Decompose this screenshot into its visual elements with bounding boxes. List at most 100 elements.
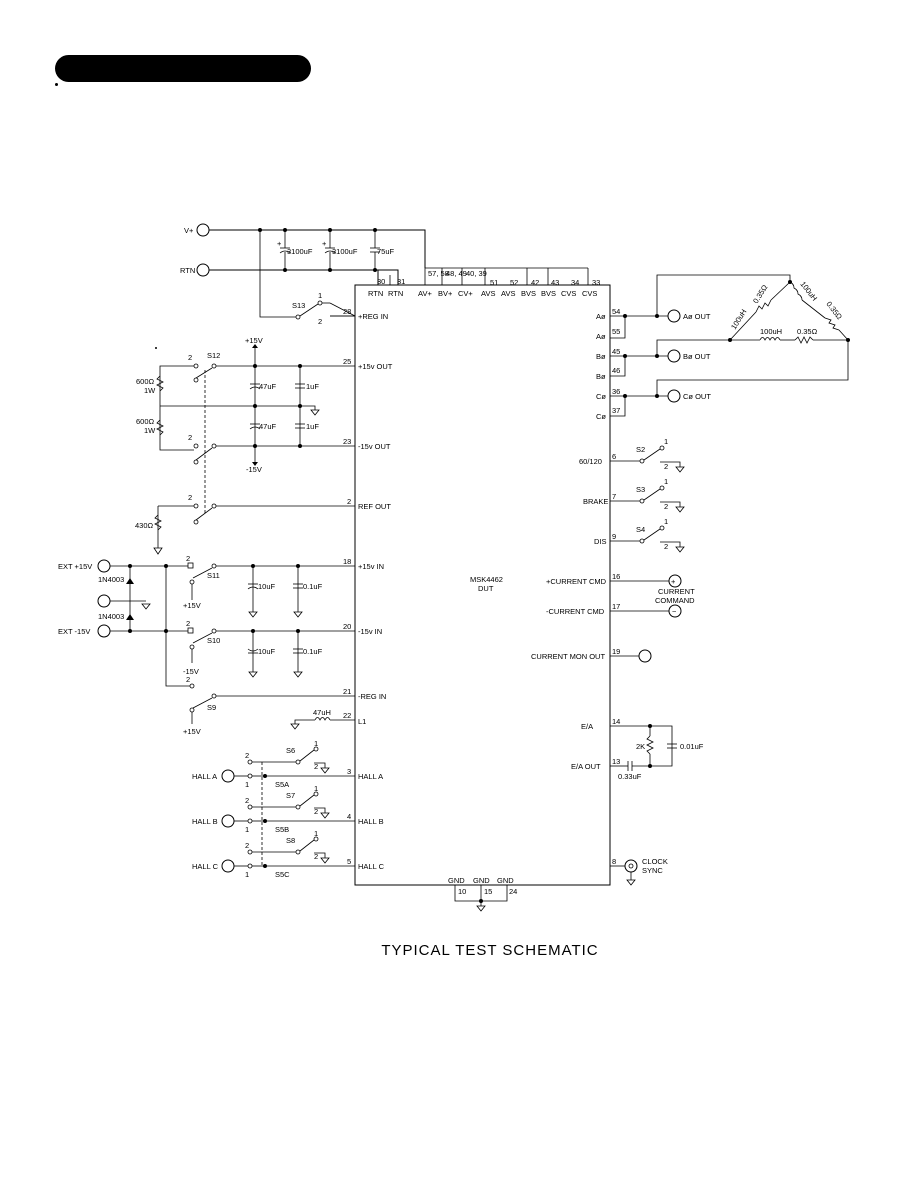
ext-p15-terminal [97, 559, 111, 573]
right-pin-num: 14 [612, 717, 620, 726]
sw-pos: 1 [314, 739, 318, 748]
hall-a-label: HALL A [192, 772, 217, 781]
hall-c-label: HALL C [192, 862, 219, 871]
right-pin-name: Aø [596, 332, 606, 341]
switch-s11: S11 [207, 571, 220, 580]
right-pin-num: 46 [612, 366, 620, 375]
switch-s13: S13 [292, 301, 305, 310]
sw-pos: 1 [664, 517, 668, 526]
sw-pos: 2 [314, 852, 318, 861]
s10-volt: -15V [183, 667, 199, 676]
switch-s7: S7 [286, 791, 295, 800]
cap-001: 0.01uF [680, 742, 704, 751]
left-pin-num: 28 [343, 307, 351, 316]
sw-pos: 2 [186, 675, 190, 684]
ext-gnd-terminal [97, 594, 111, 608]
sync-label: SYNC [642, 866, 663, 875]
sw-pos: 1 [664, 477, 668, 486]
left-pin-num: 23 [343, 437, 351, 446]
res-430: 430Ω [135, 521, 154, 530]
left-pin-name: +15v OUT [358, 362, 393, 371]
hall-b-terminal [221, 814, 235, 828]
current-mon-terminal [638, 649, 652, 663]
left-pin-name: HALL C [358, 862, 385, 871]
right-pin-num: 55 [612, 327, 620, 336]
bottom-pin-num: 15 [484, 887, 492, 896]
right-pin-num: 16 [612, 572, 620, 581]
right-pin-num: 13 [612, 757, 620, 766]
left-pin-lines [215, 315, 355, 867]
motor-l1: 100uH [729, 308, 748, 332]
switch-s4: S4 [636, 525, 645, 534]
diode-2: 1N4003 [98, 612, 124, 621]
minus15v-label: -15V [246, 465, 262, 474]
left-pin-num: 2 [347, 497, 351, 506]
sw-pos: 1 [314, 829, 318, 838]
sw-pos: 1 [318, 291, 322, 300]
right-pin-num: 54 [612, 307, 620, 316]
right-pin-num: 45 [612, 347, 620, 356]
cap-3100b: 3100uF [332, 247, 358, 256]
s9-volt: +15V [183, 727, 201, 736]
top-pin-num: 42 [531, 278, 539, 287]
top-pin-name: RTN [388, 289, 403, 298]
right-pin-name: 60/120 [579, 457, 602, 466]
sw-pos: 2 [314, 762, 318, 771]
dut-sub: DUT [478, 584, 494, 593]
left-pin-num: 18 [343, 557, 351, 566]
top-pin-name: AV+ [418, 289, 432, 298]
dut-name: MSK4462 [470, 575, 503, 584]
switch-s6: S6 [286, 746, 295, 755]
cap-01b: 0.1uF [303, 647, 323, 656]
right-pin-lines [610, 315, 669, 867]
cap-75: 75uF [377, 247, 395, 256]
sw-pos: 2 [186, 619, 190, 628]
res-600b: 600Ω [136, 417, 155, 426]
left-pin-name: L1 [358, 717, 366, 726]
ext-p15-label: EXT +15V [58, 562, 92, 571]
hall-c-terminal [221, 859, 235, 873]
plus-mark: + [277, 239, 282, 248]
right-pin-name: E/A [581, 722, 593, 731]
res-600a-w: 1W [144, 386, 156, 395]
left-pin-num: 22 [343, 711, 351, 720]
plus-symbol: + [671, 577, 676, 586]
sw-pos: 2 [314, 807, 318, 816]
right-pin-name: BRAKE [583, 497, 608, 506]
bottom-pin-num: 10 [458, 887, 466, 896]
sw-pos: 2 [188, 433, 192, 442]
c-out-label: Cø OUT [683, 392, 711, 401]
inductor-47uh: 47uH [313, 708, 331, 717]
cap-01a: 0.1uF [303, 582, 323, 591]
cap-1a: 1uF [306, 382, 319, 391]
diode-1: 1N4003 [98, 575, 124, 584]
header-bar [55, 55, 311, 82]
top-pin-name: BVS [521, 289, 536, 298]
vplus-label: V+ [184, 226, 194, 235]
vplus-terminal [196, 223, 210, 237]
command-label: COMMAND [655, 596, 695, 605]
right-pin-num: 8 [612, 857, 616, 866]
right-pin-name: E/A OUT [571, 762, 601, 771]
right-pin-num: 9 [612, 532, 616, 541]
top-pin-num: 40, 39 [466, 269, 487, 278]
ext-m15-terminal [97, 624, 111, 638]
res-600b-w: 1W [144, 426, 156, 435]
sw-pos: 2 [186, 554, 190, 563]
top-pin-num: 34 [571, 278, 579, 287]
left-pin-name: +15v IN [358, 562, 384, 571]
left-pin-num: 3 [347, 767, 351, 776]
top-pin-num: 33 [592, 278, 600, 287]
current-label: CURRENT [658, 587, 695, 596]
a-out-label: Aø OUT [683, 312, 711, 321]
top-pin-num: 31 [397, 277, 405, 286]
right-pin-num: 7 [612, 492, 616, 501]
switch-s3: S3 [636, 485, 645, 494]
switch-s8: S8 [286, 836, 295, 845]
cap-3100a: 3100uF [287, 247, 313, 256]
right-pin-name: DIS [594, 537, 607, 546]
right-pin-num: 17 [612, 602, 620, 611]
left-pin-num: 25 [343, 357, 351, 366]
b-out-label: Bø OUT [683, 352, 711, 361]
top-pin-name: CVS [582, 289, 597, 298]
